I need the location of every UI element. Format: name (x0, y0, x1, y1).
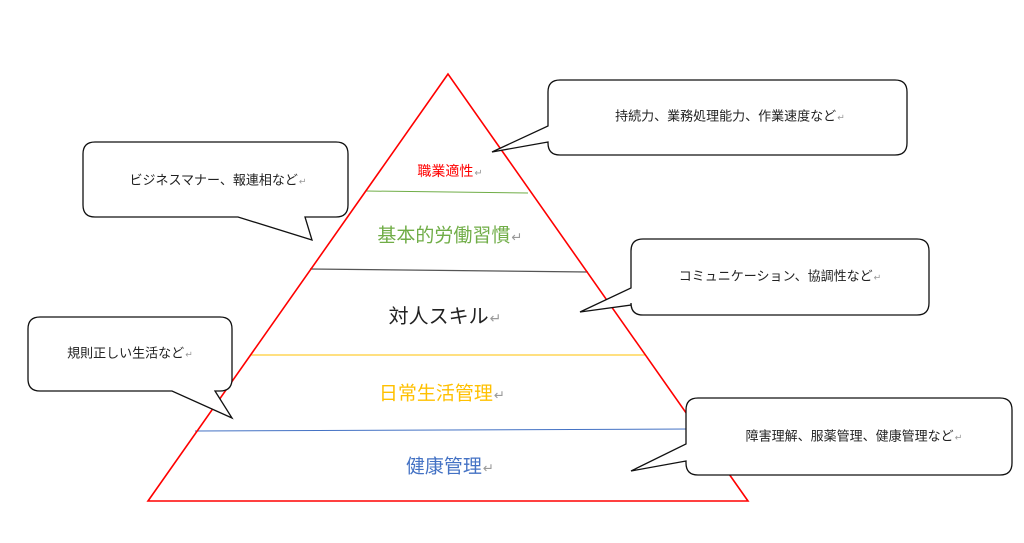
level-label-health-management: 健康管理↵ (405, 455, 495, 478)
level-text: 基本的労働習慣 (377, 224, 511, 247)
divider-black (309, 268, 589, 273)
return-mark-icon: ↵ (482, 461, 495, 477)
callout-shape-top-right (491, 79, 908, 156)
return-mark-icon: ↵ (511, 230, 523, 246)
level-text: 日常生活管理 (378, 382, 493, 405)
level-text: 対人スキル (388, 304, 489, 328)
level-label-basic-work-habits: 基本的労働習慣↵ (377, 224, 523, 247)
return-mark-icon: ↵ (493, 388, 506, 404)
callout-text: ビジネスマナー、報連相など (129, 173, 298, 189)
pyramid-triangle (146, 72, 750, 502)
level-text: 健康管理 (405, 455, 482, 478)
callout-text: 持続力、業務処理能力、作業速度など (615, 109, 837, 125)
callout-shape-mid-right (579, 238, 930, 316)
level-label-daily-life-management: 日常生活管理↵ (378, 382, 506, 405)
return-mark-icon: ↵ (185, 350, 193, 361)
return-mark-icon: ↵ (954, 433, 963, 444)
level-text: 職業適性 (417, 164, 474, 180)
callout-daily-life-management: 規則正しい生活など↵ (67, 347, 193, 360)
return-mark-icon: ↵ (873, 273, 882, 284)
return-mark-icon: ↵ (489, 311, 502, 327)
divider-green (365, 190, 529, 194)
return-mark-icon: ↵ (837, 113, 845, 124)
callout-shape-top-left (82, 141, 349, 241)
callout-health-management: 障害理解、服薬管理、健康管理など↵ (746, 430, 963, 443)
return-mark-icon: ↵ (298, 177, 307, 188)
callout-interpersonal-skills: コミュニケーション、協調性など↵ (679, 270, 882, 283)
level-label-vocational-aptitude: 職業適性↵ (417, 165, 482, 179)
level-label-interpersonal-skills: 対人スキル↵ (389, 306, 502, 326)
callout-text: コミュニケーション、協調性など (678, 269, 873, 285)
callout-text: 規則正しい生活など (67, 346, 185, 362)
callout-vocational-aptitude: 持続力、業務処理能力、作業速度など↵ (615, 110, 845, 123)
callout-shape-mid-left (27, 316, 234, 420)
callout-basic-work-habits: ビジネスマナー、報連相など↵ (129, 174, 306, 187)
callout-shape-bottom-right (630, 397, 1013, 476)
callout-text: 障害理解、服薬管理、健康管理など (745, 429, 954, 445)
return-mark-icon: ↵ (474, 168, 483, 179)
divider-blue (194, 428, 691, 432)
